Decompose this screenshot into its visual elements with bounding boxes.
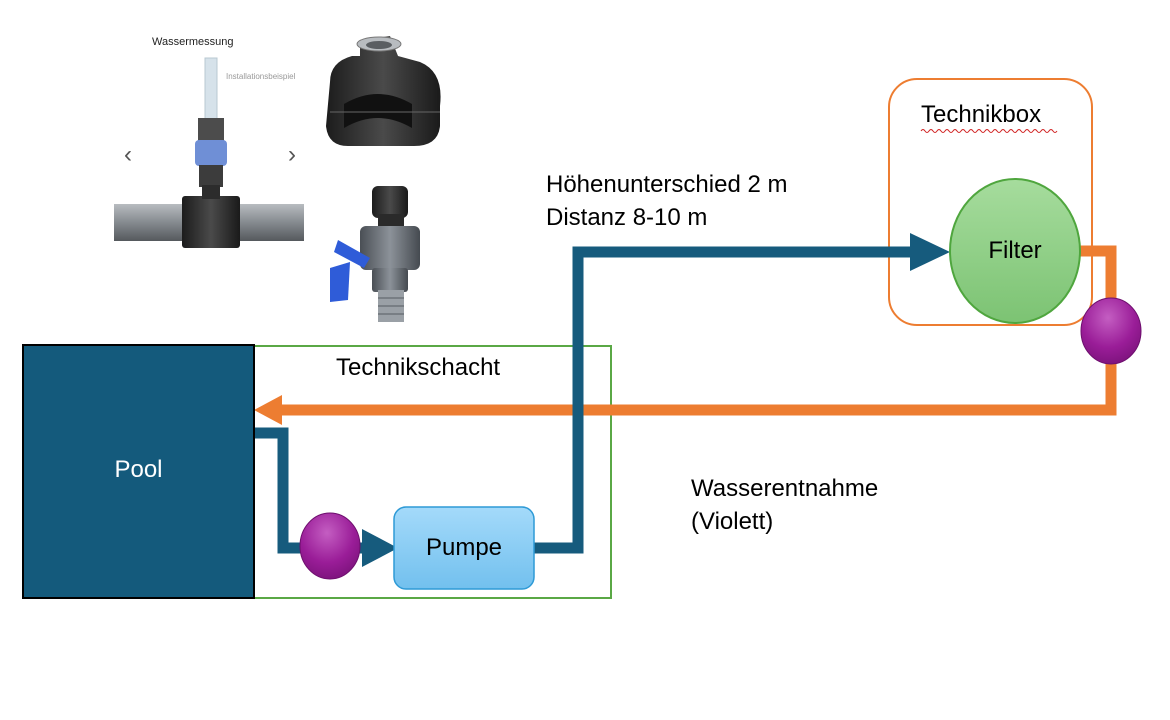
distance-label: Distanz 8-10 m — [546, 204, 708, 231]
return-arrowhead — [254, 395, 282, 425]
filter-label: Filter — [988, 237, 1042, 264]
water-measurement-photo: ‹ › — [108, 30, 308, 250]
pressure-pipe-blue — [534, 246, 915, 554]
technikbox-outline — [888, 78, 1093, 326]
photo-next-arrow-icon[interactable]: › — [288, 141, 296, 168]
pump-label: Pumpe — [425, 534, 503, 561]
pool-label: Pool — [114, 456, 163, 483]
pool-box — [22, 344, 255, 599]
photo-caption: Wassermessung — [152, 36, 234, 48]
filter-ellipse — [949, 178, 1081, 324]
clamp-saddle-photo — [326, 36, 441, 146]
technikschacht-label: Technikschacht — [336, 354, 501, 381]
extraction-valve-filter — [1080, 297, 1142, 365]
filter-inlet-arrowhead — [910, 233, 950, 271]
pump-inlet-arrowhead — [362, 529, 398, 567]
water-extraction-label: Wasserentnahme — [691, 475, 879, 502]
photo-prev-arrow-icon[interactable]: ‹ — [124, 141, 132, 168]
water-extraction-note: (Violett) — [691, 508, 774, 535]
extraction-valve-pump — [299, 512, 361, 580]
ball-valve-photo — [330, 186, 420, 322]
pump-box — [393, 506, 535, 590]
height-difference-label: Höhenunterschied 2 m — [546, 171, 788, 198]
spellcheck-underline — [920, 129, 1058, 133]
technikbox-label: Technikbox — [921, 101, 1042, 128]
photo-subcaption: Installationsbeispiel — [226, 72, 296, 81]
suction-pipe-blue — [254, 427, 302, 554]
